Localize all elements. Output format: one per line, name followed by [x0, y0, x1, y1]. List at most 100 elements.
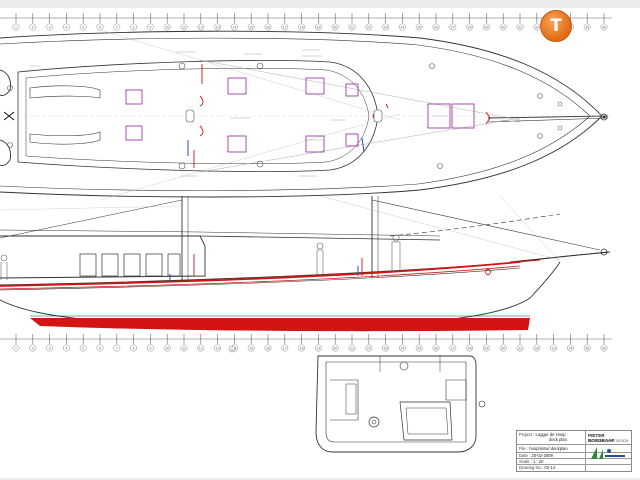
bottom-station-label: 18	[300, 347, 304, 351]
bottom-station-35: 35	[583, 334, 591, 352]
top-station-3: 3	[46, 13, 54, 31]
top-station-label: 31	[518, 26, 522, 30]
top-station-5: 5	[79, 13, 87, 31]
top-station-23: 23	[382, 13, 390, 31]
top-station-36: 36	[600, 13, 608, 31]
top-station-label: 18	[300, 26, 304, 30]
file-row: File : hoop/ontw/ deckplan	[519, 446, 568, 451]
bottom-station-28: 28	[466, 334, 474, 352]
top-station-label: 30	[501, 26, 505, 30]
bottom-station-label: 25	[417, 347, 421, 351]
top-station-label: 8	[133, 26, 135, 30]
deck-fittings	[193, 64, 491, 168]
top-station-label: 20	[333, 26, 337, 30]
top-station-label: 2	[32, 26, 34, 30]
top-station-31: 31	[516, 13, 524, 31]
top-station-label: 17	[283, 26, 287, 30]
bottom-station-label: 12	[199, 347, 203, 351]
top-station-11: 11	[180, 13, 188, 31]
bottom-station-13: 13	[214, 334, 222, 352]
top-station-7: 7	[113, 13, 121, 31]
bottom-station-6: 6	[96, 334, 104, 352]
deck-blue-marks	[187, 137, 365, 156]
bottom-station-23: 23	[382, 334, 390, 352]
project-row: Project : Logger de Hoop	[519, 432, 566, 437]
bottom-station-label: 32	[535, 347, 539, 351]
designer-name: PIETER BOSGRAAF	[588, 433, 615, 443]
top-station-1: 1	[12, 13, 20, 31]
bottom-station-label: 27	[451, 347, 455, 351]
top-station-4: 4	[62, 13, 70, 31]
date-label: Date :	[519, 452, 531, 458]
date-row: Date : 20-02-2009	[519, 453, 553, 458]
bottom-station-label: 15	[249, 347, 253, 351]
top-station-label: 15	[249, 26, 253, 30]
top-station-label: 35	[585, 26, 589, 30]
bottom-station-36: 36	[600, 334, 608, 352]
bottom-station-label: 7	[116, 347, 118, 351]
bottom-station-label: 2	[32, 347, 34, 351]
top-station-30: 30	[499, 13, 507, 31]
crew-figures	[0, 234, 401, 280]
top-station-16: 16	[264, 13, 272, 31]
midmark-label: 0	[231, 347, 234, 352]
project-value: Logger de Hoop	[535, 432, 566, 437]
bottom-station-31: 31	[516, 334, 524, 352]
bottom-station-10: 10	[163, 334, 171, 352]
bottom-station-16: 16	[264, 334, 272, 352]
top-station-label: 23	[384, 26, 388, 30]
bottom-station-label: 26	[434, 347, 438, 351]
bottom-station-label: 31	[518, 347, 522, 351]
bottom-station-7: 7	[113, 334, 121, 352]
bottom-station-label: 29	[484, 347, 488, 351]
top-station-label: 24	[400, 26, 404, 30]
bottom-station-21: 21	[348, 334, 356, 352]
bottom-station-label: 24	[400, 347, 404, 351]
elevation-fittings	[193, 254, 541, 276]
top-station-9: 9	[146, 13, 154, 31]
top-station-10: 10	[163, 13, 171, 31]
bottom-station-label: 23	[384, 347, 388, 351]
brand-logo[interactable]: T	[540, 10, 572, 42]
bottom-station-5: 5	[79, 334, 87, 352]
bottom-station-label: 4	[65, 347, 67, 351]
top-station-28: 28	[466, 13, 474, 31]
bottom-station-label: 28	[468, 347, 472, 351]
bottom-station-label: 11	[182, 347, 186, 351]
file-label: File :	[519, 446, 529, 451]
top-station-24: 24	[398, 13, 406, 31]
bottom-station-26: 26	[432, 334, 440, 352]
top-station-label: 3	[49, 26, 51, 30]
bottom-station-27: 27	[449, 334, 457, 352]
top-station-label: 19	[316, 26, 320, 30]
project-sub: deck plan	[549, 437, 567, 442]
bottom-station-3: 3	[46, 334, 54, 352]
top-station-15: 15	[247, 13, 255, 31]
bottom-station-17: 17	[281, 334, 289, 352]
top-station-21: 21	[348, 13, 356, 31]
bottom-station-label: 5	[82, 347, 84, 351]
bottom-station-label: 33	[552, 347, 556, 351]
top-station-29: 29	[482, 13, 490, 31]
top-station-20: 20	[331, 13, 339, 31]
top-station-13: 13	[214, 13, 222, 31]
top-station-label: 11	[182, 26, 186, 30]
bottom-station-22: 22	[365, 334, 373, 352]
top-station-14: 14	[230, 13, 238, 31]
top-station-18: 18	[298, 13, 306, 31]
bottom-station-4: 4	[62, 334, 70, 352]
date-value: 20-02-2009	[531, 452, 553, 458]
top-station-label: 36	[602, 26, 606, 30]
top-station-label: 4	[65, 26, 67, 30]
bottom-station-label: 36	[602, 347, 606, 351]
bottom-station-label: 6	[99, 347, 101, 351]
cockpit-detail-plan	[315, 355, 486, 453]
bottom-station-20: 20	[331, 334, 339, 352]
bottom-station-label: 30	[501, 347, 505, 351]
scale-row: Scale : 1 : 20	[519, 459, 543, 464]
drawing-no-row: Drawing No.: 02-14	[519, 465, 555, 470]
top-station-label: 21	[350, 26, 354, 30]
top-station-12: 12	[197, 13, 205, 31]
